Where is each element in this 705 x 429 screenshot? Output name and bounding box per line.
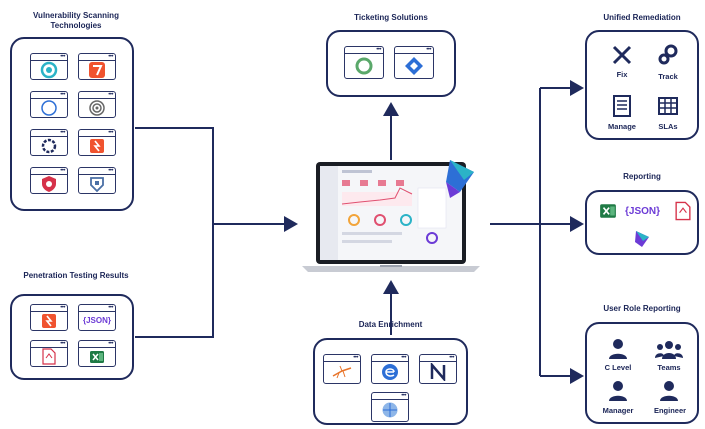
user-role-reporting-title: User Role Reporting: [603, 304, 681, 313]
pdf-icon: [675, 201, 691, 221]
enrichment-window-3: •••: [419, 354, 457, 384]
scanner-icon-rapid7: [89, 61, 105, 78]
ticketing-title: Ticketing Solutions: [354, 13, 428, 22]
ticketing-panel: ••• •••: [326, 30, 456, 97]
teams-icon: [655, 341, 683, 359]
n-icon: [430, 363, 446, 381]
enrichment-window-4: •••: [371, 392, 409, 422]
pentest-panel: ••• ••• {JSON} ••• •••: [10, 294, 134, 380]
jira-icon: [405, 56, 423, 75]
scanner-window-2: •••: [78, 53, 116, 80]
scanner-window-6: •••: [78, 129, 116, 156]
dashboard-laptop: [302, 160, 480, 272]
scanner-icon-burp: [90, 138, 104, 153]
scanner-window-3: •••: [30, 91, 68, 118]
track-label: Track: [658, 72, 678, 81]
user-role-reporting-panel: C Level Teams Manager Engineer: [585, 322, 699, 424]
excel-icon: [90, 350, 104, 363]
manager-label: Manager: [602, 406, 634, 415]
engineer-user-icon: [660, 381, 678, 401]
pentest-window-3: •••: [30, 340, 68, 367]
edge-icon: [382, 364, 398, 380]
enrichment-window-2: •••: [371, 354, 409, 384]
scanner-icon-shield: [42, 175, 56, 192]
scanner-window-4: •••: [78, 91, 116, 118]
engineer-label: Engineer: [653, 406, 687, 415]
reporting-title: Reporting: [623, 172, 661, 181]
c-level-user-icon: [609, 339, 627, 359]
slas-label: SLAs: [658, 122, 678, 131]
scanner-icon-ring: [41, 99, 57, 116]
unified-remediation-panel: Fix Track Manage SLAs: [585, 30, 699, 140]
excel-icon: [600, 204, 616, 218]
pentest-window-1: •••: [30, 304, 68, 331]
json-badge: {JSON}: [82, 316, 111, 325]
scanner-icon-swirl: [40, 61, 58, 78]
enrichment-window-1: •••: [323, 354, 361, 384]
unified-remediation-title: Unified Remediation: [603, 13, 681, 22]
data-enrichment-panel: ••• ••• ••• •••: [313, 338, 468, 425]
scanner-icon-gear: [41, 138, 57, 153]
track-icon: [658, 44, 678, 65]
mosquito-icon: [332, 365, 352, 379]
scanner-window-5: •••: [30, 129, 68, 156]
manage-label: Manage: [608, 122, 636, 131]
pentest-window-2: ••• {JSON}: [78, 304, 116, 331]
servicenow-icon: [355, 57, 373, 74]
scanner-window-8: •••: [78, 167, 116, 194]
fix-label: Fix: [616, 70, 628, 79]
burp-icon: [42, 313, 56, 328]
scanner-icon-target: [89, 99, 105, 116]
data-enrichment-title: Data Enrichment: [358, 320, 423, 329]
pentest-title: Penetration Testing Results: [23, 271, 129, 280]
pdf-icon: [42, 348, 56, 365]
ticketing-window-2: •••: [394, 46, 434, 79]
teams-label: Teams: [657, 363, 681, 372]
globe-icon: [382, 402, 398, 418]
fix-icon: [612, 45, 632, 65]
scanner-window-7: •••: [30, 167, 68, 194]
vuln-scanning-title: Vulnerability Scanning Technologies: [33, 11, 119, 30]
reporting-panel: {JSON}: [585, 190, 699, 255]
scanner-icon-cube: [90, 176, 104, 192]
manager-user-icon: [609, 381, 627, 401]
manage-icon: [613, 95, 631, 117]
pentest-window-4: •••: [78, 340, 116, 367]
c-level-label: C Level: [604, 363, 632, 372]
brand-logo-icon: [635, 231, 649, 247]
json-badge: {JSON}: [625, 206, 661, 217]
slas-icon: [658, 97, 678, 115]
vuln-scanning-panel: ••• ••• ••• ••• ••• ••• ••• •••: [10, 37, 134, 211]
scanner-window-1: •••: [30, 53, 68, 80]
ticketing-window-1: •••: [344, 46, 384, 79]
